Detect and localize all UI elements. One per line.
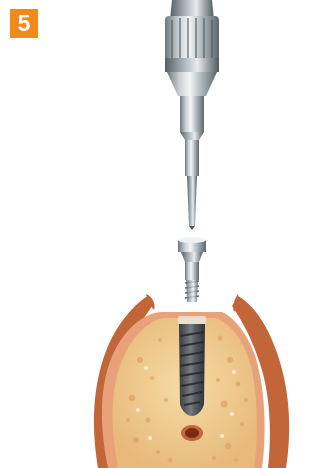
implant-icon: [178, 316, 206, 416]
insertion-tool-icon: [165, 0, 219, 230]
cover-screw-icon: [178, 237, 206, 302]
